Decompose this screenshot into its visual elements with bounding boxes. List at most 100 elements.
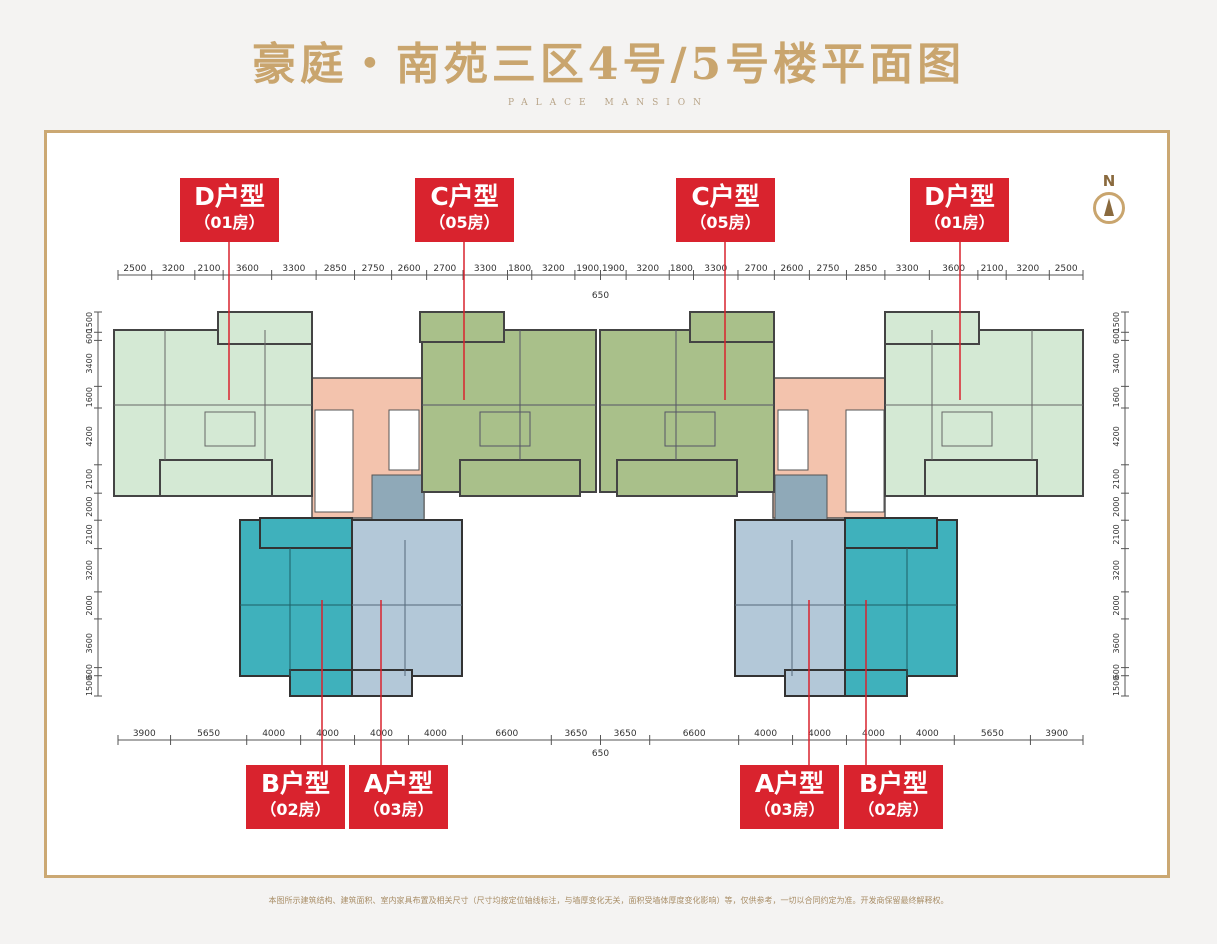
dimension-label: 600 xyxy=(85,329,94,344)
unit-label-c-left: C户型（05房） xyxy=(415,178,514,242)
dimension-label: 3300 xyxy=(896,264,919,274)
compass-icon xyxy=(1093,192,1125,224)
dimension-label: 2750 xyxy=(362,264,385,274)
dimension-label: 3400 xyxy=(85,353,94,373)
dimension-label: 4000 xyxy=(424,729,447,739)
dimension-label: 1600 xyxy=(1112,387,1121,407)
dimension-label: 2700 xyxy=(433,264,456,274)
dimension-label: 3600 xyxy=(942,264,965,274)
dimension-label: 3400 xyxy=(1112,353,1121,373)
unit-label-d-left: D户型（01房） xyxy=(180,178,279,242)
dimension-label: 2000 xyxy=(1112,595,1121,615)
dimension-label: 2500 xyxy=(123,264,146,274)
dimension-label: 6600 xyxy=(495,729,518,739)
dimension-label: 1500 xyxy=(85,676,94,696)
dimension-label: 4200 xyxy=(1112,426,1121,446)
north-label: N xyxy=(1102,172,1116,190)
dimension-label: 5650 xyxy=(981,729,1004,739)
unit-c-right xyxy=(599,311,775,497)
unit-label-b-right: B户型（02房） xyxy=(844,765,943,829)
top-dimension-line: 2500 3200 2100 3600 3300 2850 2750 2600 2700 3300… xyxy=(117,264,1084,301)
dimension-label: 1900 xyxy=(602,264,625,274)
dimension-label: 3600 xyxy=(236,264,259,274)
unit-label-c-right: C户型（05房） xyxy=(676,178,775,242)
dimension-label: 3300 xyxy=(282,264,305,274)
unit-c-left xyxy=(419,311,597,497)
dimension-label: 1600 xyxy=(85,387,94,407)
dimension-label: 2600 xyxy=(780,264,803,274)
dimension-label: 3200 xyxy=(162,264,185,274)
dimension-label: 2000 xyxy=(85,497,94,517)
dimension-label: 4200 xyxy=(85,426,94,446)
dimension-label: 6600 xyxy=(683,729,706,739)
dimension-label: 600 xyxy=(1112,329,1121,344)
dimension-label: 3200 xyxy=(1112,560,1121,580)
page-subtitle: PALACE MANSION xyxy=(507,98,710,108)
dimension-total: 650 xyxy=(592,291,609,301)
dimension-label: 2100 xyxy=(981,264,1004,274)
dimension-label: 2700 xyxy=(745,264,768,274)
plan-frame xyxy=(44,130,1170,878)
bottom-dimension-line: 3900 5650 4000 4000 4000 4000 6600 3650 3650 6600… xyxy=(117,729,1084,759)
dimension-label: 2850 xyxy=(324,264,347,274)
disclaimer-text: 本图所示建筑结构、建筑面积、室内家具布置及相关尺寸（尺寸均按定位轴线标注，与墙厚… xyxy=(268,896,949,905)
stair-left xyxy=(314,409,354,513)
dimension-label: 1500 xyxy=(1112,312,1121,332)
dimension-label: 2850 xyxy=(854,264,877,274)
dimension-label: 2750 xyxy=(816,264,839,274)
dimension-label: 3900 xyxy=(1045,729,1068,739)
dimension-label: 1500 xyxy=(85,312,94,332)
dimension-label: 1800 xyxy=(508,264,531,274)
unit-label-a-left: A户型（03房） xyxy=(349,765,448,829)
unit-d-left xyxy=(113,311,313,497)
dimension-label: 4000 xyxy=(916,729,939,739)
dimension-label: 3200 xyxy=(636,264,659,274)
dimension-label: 3200 xyxy=(542,264,565,274)
unit-b-left xyxy=(239,517,353,697)
corridor-left xyxy=(371,474,425,524)
page-title: 豪庭・南苑三区4号/5号楼平面图 xyxy=(251,39,966,90)
dimension-label: 4000 xyxy=(754,729,777,739)
north-arrow: N xyxy=(1089,172,1129,224)
corridor-right xyxy=(774,474,828,524)
dimension-label: 5650 xyxy=(197,729,220,739)
dimension-label: 3600 xyxy=(85,633,94,653)
dimension-label: 2600 xyxy=(398,264,421,274)
unit-a-right xyxy=(734,519,846,697)
dimension-label: 4000 xyxy=(262,729,285,739)
dimension-label: 4000 xyxy=(808,729,831,739)
dimension-label: 3650 xyxy=(614,729,637,739)
unit-b-right xyxy=(844,517,958,697)
dimension-label: 2100 xyxy=(1112,469,1121,489)
unit-label-d-right: D户型（01房） xyxy=(910,178,1009,242)
dimension-label: 3600 xyxy=(1112,633,1121,653)
right-dimension-line: 1500600340016004200210020002100320020003… xyxy=(1112,311,1129,697)
elevator-right xyxy=(777,409,809,471)
dimension-label: 3900 xyxy=(133,729,156,739)
elevator-left xyxy=(388,409,420,471)
dimension-label: 3650 xyxy=(564,729,587,739)
dimension-total: 650 xyxy=(592,749,609,759)
dimension-label: 3200 xyxy=(85,560,94,580)
dimension-label: 2100 xyxy=(85,469,94,489)
left-dimension-line: 1500600340016004200210020002100320020003… xyxy=(85,311,102,697)
dimension-label: 1800 xyxy=(670,264,693,274)
dimension-label: 600 xyxy=(85,664,94,679)
dimension-label: 2100 xyxy=(85,524,94,544)
dimension-label: 2100 xyxy=(198,264,221,274)
unit-d-right xyxy=(884,311,1084,497)
unit-label-a-right: A户型（03房） xyxy=(740,765,839,829)
dimension-label: 2100 xyxy=(1112,524,1121,544)
unit-a-left xyxy=(351,519,463,697)
label-leader-lines xyxy=(228,242,961,765)
dimension-label: 3300 xyxy=(474,264,497,274)
dimension-label: 3200 xyxy=(1016,264,1039,274)
dimension-label: 2000 xyxy=(85,595,94,615)
dimension-label: 1900 xyxy=(576,264,599,274)
dimension-label: 3300 xyxy=(704,264,727,274)
dimension-label: 2000 xyxy=(1112,497,1121,517)
dimension-label: 1500 xyxy=(1112,676,1121,696)
stair-right xyxy=(845,409,885,513)
dimension-label: 2500 xyxy=(1055,264,1078,274)
